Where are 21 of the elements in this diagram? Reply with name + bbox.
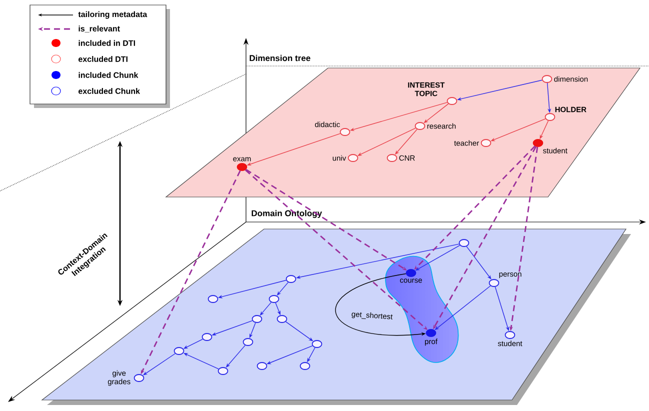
legend-label: excluded DTI [78, 56, 128, 62]
legend-label: included Chunk [78, 72, 138, 78]
legend-label: excluded Chunk [78, 88, 140, 94]
tree-node [286, 275, 296, 283]
tree-node [300, 362, 310, 370]
node-label: Dimension tree [250, 54, 310, 62]
node-label: Domain Ontology [252, 210, 322, 218]
tree-node [256, 362, 268, 370]
tree-node [312, 340, 322, 348]
tree-node [174, 347, 184, 355]
tree-node [276, 315, 288, 323]
tree-node [252, 315, 262, 323]
legend-label: included in DTI [78, 40, 135, 46]
tree-node [208, 295, 218, 303]
legend-label: is_relevant [78, 26, 120, 32]
tree-node [218, 367, 228, 375]
tree-node [268, 295, 280, 303]
tree-node [458, 239, 470, 247]
tree-node [202, 333, 212, 341]
tree-node [242, 338, 254, 346]
legend-label: tailoring metadata [78, 11, 148, 19]
